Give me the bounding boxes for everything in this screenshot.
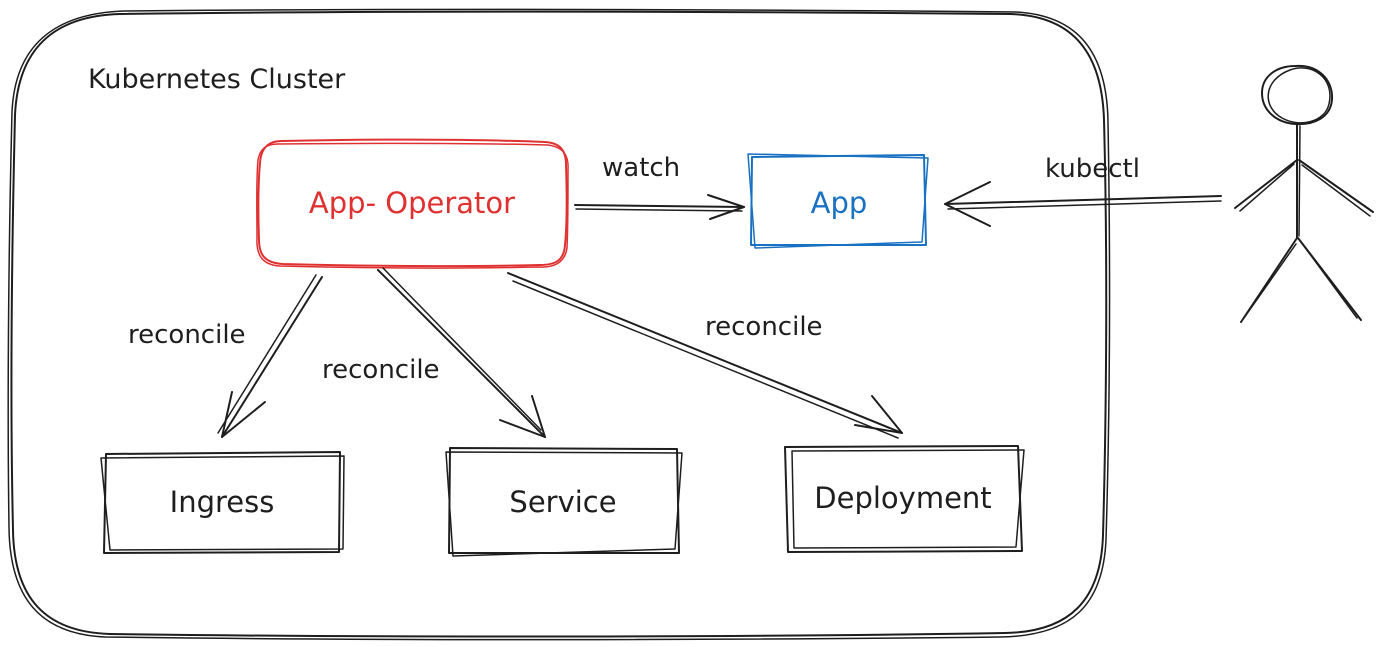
reconcile-ingress-arrow: reconcile (128, 274, 323, 438)
kubectl-arrow: kubectl (944, 154, 1222, 227)
kubernetes-cluster-boundary: Kubernetes Cluster (7, 8, 1111, 641)
reconcile-service-arrow: reconcile (322, 267, 546, 438)
stick-figure-user-icon (1234, 64, 1374, 323)
kubectl-label: kubectl (1045, 154, 1140, 184)
app-label: App (811, 186, 868, 220)
service-label: Service (509, 485, 616, 519)
reconcile-deployment-label: reconcile (705, 312, 823, 342)
ingress-label: Ingress (170, 485, 275, 519)
watch-arrow: watch (574, 153, 745, 220)
deployment-node: Deployment (784, 445, 1025, 553)
reconcile-service-label: reconcile (322, 355, 440, 385)
watch-label: watch (602, 153, 680, 183)
app-operator-label: App- Operator (309, 186, 515, 220)
cluster-title: Kubernetes Cluster (88, 64, 346, 95)
app-node: App (747, 153, 929, 249)
reconcile-deployment-arrow: reconcile (507, 272, 903, 439)
reconcile-ingress-label: reconcile (128, 320, 246, 350)
app-operator-node: App- Operator (256, 138, 569, 269)
service-node: Service (445, 447, 683, 557)
ingress-node: Ingress (100, 451, 345, 554)
deployment-label: Deployment (814, 481, 991, 515)
